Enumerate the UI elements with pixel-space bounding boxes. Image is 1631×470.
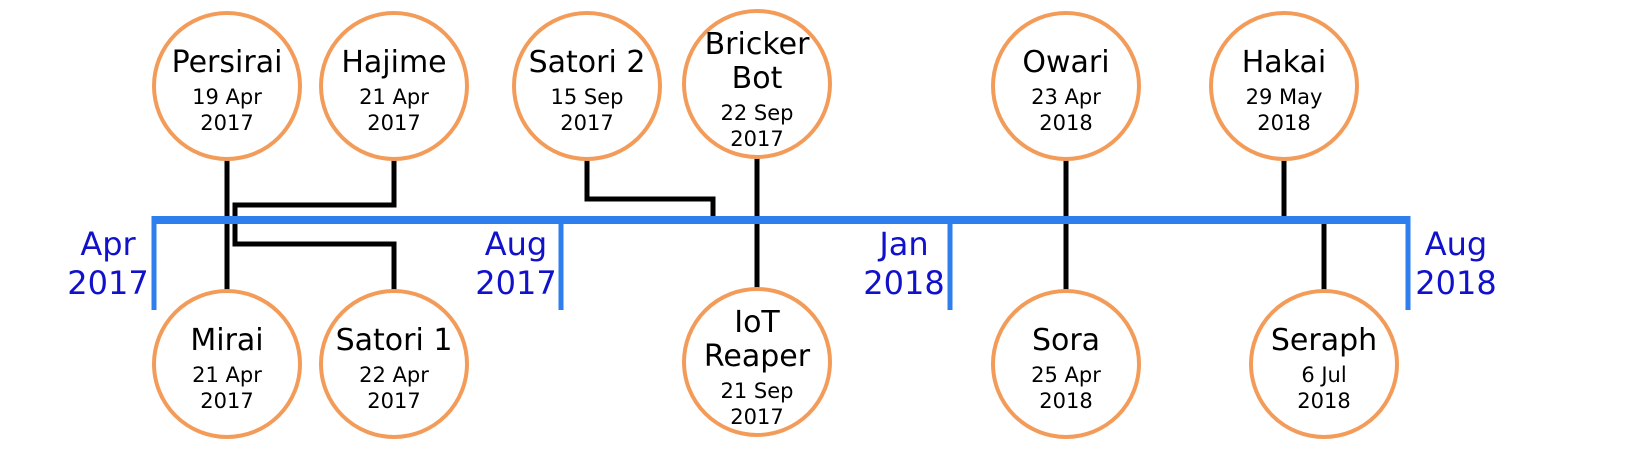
p-aug-2017-label-month: Aug bbox=[485, 225, 547, 263]
sora-date: 25 Apr bbox=[1031, 363, 1101, 387]
hakai-year: 2018 bbox=[1257, 111, 1310, 135]
satori-1-node-circle bbox=[319, 289, 469, 439]
hajime-name-line-1: Hajime bbox=[341, 45, 446, 80]
mirai-date: 21 Apr bbox=[192, 363, 262, 387]
satori-1-date: 22 Apr bbox=[359, 363, 429, 387]
persirai-name-line-1: Persirai bbox=[172, 45, 283, 80]
owari-name-line-1: Owari bbox=[1022, 45, 1109, 80]
p-jan-2018-label-year: 2018 bbox=[863, 264, 944, 302]
owari-node-circle bbox=[991, 11, 1141, 161]
satori-2-date: 15 Sep bbox=[551, 85, 624, 109]
iot-reaper-name-line-1: IoT bbox=[734, 305, 780, 340]
sora-name-line-1: Sora bbox=[1032, 323, 1100, 358]
mirai-node-circle bbox=[152, 289, 302, 439]
p-aug-2017-label-year: 2017 bbox=[475, 264, 556, 302]
hakai-node-circle bbox=[1209, 11, 1359, 161]
persirai-year: 2017 bbox=[200, 111, 253, 135]
seraph-date: 6 Jul bbox=[1301, 363, 1346, 387]
satori-1-name-line-1: Satori 1 bbox=[336, 323, 453, 358]
iot-reaper-node-circle bbox=[682, 287, 832, 437]
sora-year: 2018 bbox=[1039, 389, 1092, 413]
hajime-year: 2017 bbox=[367, 111, 420, 135]
p-jan-2018-label-month: Jan bbox=[877, 225, 928, 263]
seraph-year: 2018 bbox=[1297, 389, 1350, 413]
hajime-date: 21 Apr bbox=[359, 85, 429, 109]
seraph-name-line-1: Seraph bbox=[1271, 323, 1377, 358]
bricker-bot-node-circle bbox=[682, 9, 832, 159]
satori-2-name-line-1: Satori 2 bbox=[529, 45, 646, 80]
owari-year: 2018 bbox=[1039, 111, 1092, 135]
persirai-date: 19 Apr bbox=[192, 85, 262, 109]
hakai-date: 29 May bbox=[1246, 85, 1323, 109]
bricker-bot-date: 22 Sep bbox=[721, 101, 794, 125]
iot-reaper-date: 21 Sep bbox=[721, 379, 794, 403]
owari-date: 23 Apr bbox=[1031, 85, 1101, 109]
persirai-node-circle bbox=[152, 11, 302, 161]
hakai-name-line-1: Hakai bbox=[1242, 45, 1327, 80]
p-aug-2018-label-year: 2018 bbox=[1415, 264, 1496, 302]
iot-reaper-name-line-2: Reaper bbox=[704, 339, 811, 374]
iot-reaper-year: 2017 bbox=[730, 405, 783, 429]
bricker-bot-name-line-2: Bot bbox=[732, 61, 783, 96]
sora-node-circle bbox=[991, 289, 1141, 439]
hajime-connector bbox=[232, 159, 397, 220]
hajime-node-circle bbox=[319, 11, 469, 161]
seraph-node-circle bbox=[1249, 289, 1399, 439]
mirai-year: 2017 bbox=[200, 389, 253, 413]
satori-2-node-circle bbox=[512, 11, 662, 161]
bricker-bot-name-line-1: Bricker bbox=[705, 27, 811, 62]
p-apr-2017-label-year: 2017 bbox=[67, 264, 148, 302]
bricker-bot-year: 2017 bbox=[730, 127, 783, 151]
satori-1-year: 2017 bbox=[367, 389, 420, 413]
satori-1-connector bbox=[232, 220, 397, 291]
satori-2-year: 2017 bbox=[560, 111, 613, 135]
p-aug-2018-label-month: Aug bbox=[1425, 225, 1487, 263]
satori-2-connector bbox=[584, 159, 716, 220]
mirai-name-line-1: Mirai bbox=[190, 323, 263, 358]
p-apr-2017-label-month: Apr bbox=[80, 225, 136, 263]
